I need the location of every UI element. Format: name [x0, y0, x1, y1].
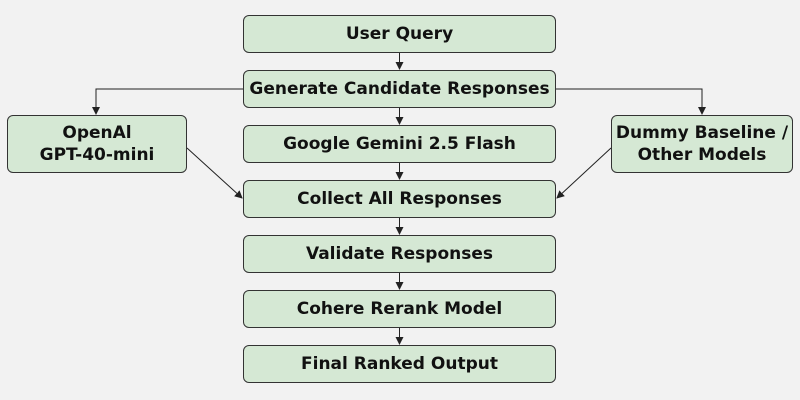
node-openai-label: OpenAl GPT-40-mini [39, 123, 155, 165]
node-gemini-label: Google Gemini 2.5 Flash [283, 134, 516, 154]
node-dummy-label: Dummy Baseline / Other Models [615, 123, 789, 165]
node-google-gemini: Google Gemini 2.5 Flash [243, 125, 556, 163]
node-final-label: Final Ranked Output [301, 354, 498, 374]
node-collect-all-responses: Collect All Responses [243, 180, 556, 218]
node-generate-label: Generate Candidate Responses [249, 79, 550, 99]
node-user-query: User Query [243, 15, 556, 53]
node-validate-responses: Validate Responses [243, 235, 556, 273]
node-user-query-label: User Query [345, 24, 454, 44]
edge-dummy-to-collect [556, 147, 612, 199]
node-cohere-label: Cohere Rerank Model [296, 299, 503, 319]
node-validate-label: Validate Responses [305, 244, 494, 264]
edge-generate-to-openai [92, 88, 243, 115]
node-generate-candidate-responses: Generate Candidate Responses [243, 70, 556, 108]
edge-openai-to-collect [186, 147, 243, 199]
node-final-ranked-output: Final Ranked Output [243, 345, 556, 383]
node-dummy-baseline: Dummy Baseline / Other Models [611, 115, 793, 173]
node-openai: OpenAl GPT-40-mini [7, 115, 187, 173]
node-collect-label: Collect All Responses [297, 189, 502, 209]
node-cohere-rerank-model: Cohere Rerank Model [243, 290, 556, 328]
edge-generate-to-dummy [556, 88, 706, 115]
